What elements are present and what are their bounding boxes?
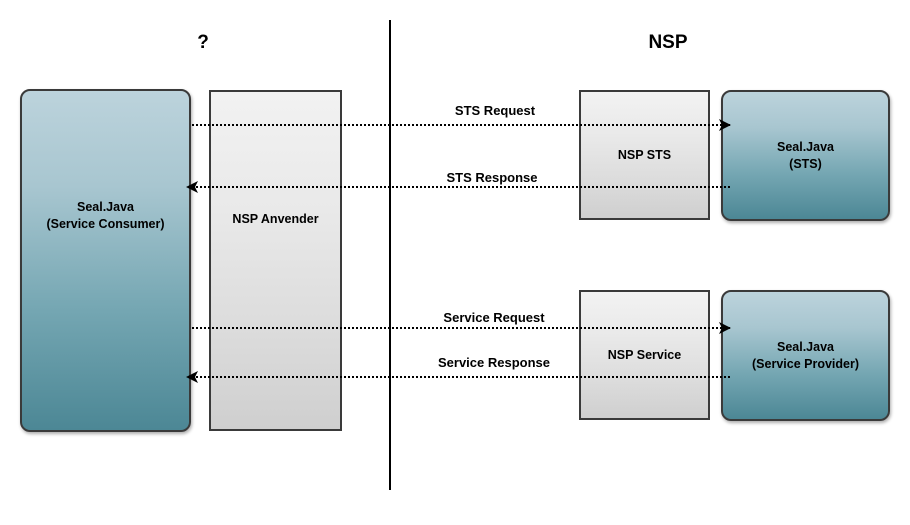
node-nsp-sts[interactable]: NSP STS [579, 90, 710, 220]
node-label-line2: (STS) [789, 156, 822, 171]
arrow-left-icon [185, 370, 199, 384]
node-nsp-service[interactable]: NSP Service [579, 290, 710, 420]
node-seal-java-service-consumer[interactable]: Seal.Java (Service Consumer) [20, 89, 191, 432]
domain-divider-line [389, 20, 391, 490]
flow-line-service-request [192, 327, 730, 329]
flow-label-sts-response: STS Response [446, 170, 538, 185]
arrow-right-icon [718, 321, 732, 335]
node-label: NSP Service [608, 347, 681, 364]
flow-line-sts-response [196, 186, 730, 188]
flow-line-sts-request [192, 124, 730, 126]
section-title-left: ? [197, 32, 209, 53]
flow-label-service-response: Service Response [437, 355, 551, 370]
node-label-line1: NSP Service [607, 347, 682, 362]
node-seal-java-service-provider[interactable]: Seal.Java (Service Provider) [721, 290, 890, 421]
flow-label-sts-request: STS Request [454, 103, 536, 118]
node-seal-java-sts[interactable]: Seal.Java (STS) [721, 90, 890, 221]
arrow-left-icon [185, 180, 199, 194]
node-label-line1: Seal.Java [76, 199, 134, 214]
node-nsp-anvender[interactable]: NSP Anvender [209, 90, 342, 431]
section-title-nsp: NSP [648, 32, 688, 53]
node-label-line1: NSP Anvender [232, 212, 319, 227]
node-label-line1: Seal.Java [777, 139, 834, 154]
arrow-right-icon [718, 118, 732, 132]
node-label: Seal.Java (STS) [777, 139, 834, 173]
node-label: Seal.Java (Service Provider) [752, 339, 859, 373]
node-label: Seal.Java (Service Consumer) [46, 199, 164, 233]
flow-line-service-response [196, 376, 730, 378]
node-label: NSP STS [618, 147, 671, 164]
node-label-line2: (Service Provider) [752, 356, 859, 371]
node-label-line1: Seal.Java [777, 339, 834, 354]
node-label-line2: (Service Consumer) [46, 216, 165, 231]
node-label-line1: NSP STS [617, 147, 672, 162]
node-label: NSP Anvender [232, 211, 318, 228]
flow-label-service-request: Service Request [443, 310, 545, 325]
